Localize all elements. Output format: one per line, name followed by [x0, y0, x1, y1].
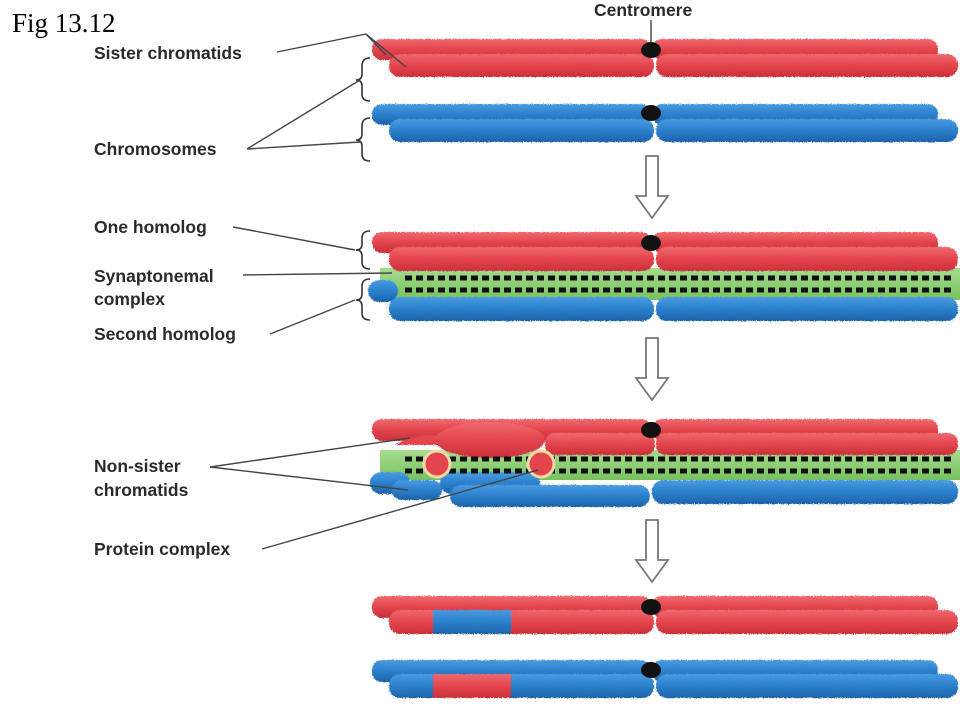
label-sister-chromatids: Sister chromatids — [94, 43, 242, 63]
down-arrow-3 — [634, 519, 670, 584]
leader-nonsister-1 — [209, 437, 411, 468]
red-chromatid-front-left — [389, 54, 654, 77]
label-synaptonemal-line-1: Synaptonemal — [94, 266, 214, 286]
down-arrow-1 — [634, 155, 670, 220]
figure-title: Fig 13.12 — [12, 8, 116, 38]
leader-synaptonemal — [242, 272, 393, 276]
stage-2-synapsis — [368, 232, 960, 321]
centromere-dot-1 — [641, 42, 661, 58]
label-protein-complex: Protein complex — [94, 539, 231, 559]
centromere-dot-5 — [641, 599, 661, 615]
label-non-sister-line-2: chromatids — [94, 480, 189, 500]
red-segment-in-blue — [433, 674, 511, 698]
synaptonemal-dashes — [405, 275, 955, 293]
label-non-sister-line-1: Non-sister — [94, 456, 181, 476]
label-synaptonemal-line-2: complex — [94, 289, 165, 309]
leader-sister-1 — [276, 33, 367, 53]
protein-complex-node-1 — [422, 449, 452, 479]
stage-1-chromosomes — [372, 39, 958, 142]
brace-second-homolog — [355, 278, 371, 321]
label-second-homolog: Second homolog — [94, 324, 236, 344]
leader-lines — [209, 20, 652, 550]
blue-segment-in-red — [433, 610, 511, 634]
label-centromere: Centromere — [594, 0, 693, 20]
centromere-dot-6 — [641, 662, 661, 678]
synaptonemal-complex-band — [380, 268, 960, 300]
blue-chromatid-front-right — [656, 119, 958, 142]
stage-4-recombinant — [372, 596, 958, 698]
leader-one-homolog — [232, 226, 356, 251]
brace-chromosome-red — [355, 57, 371, 102]
brace-one-homolog — [355, 230, 371, 270]
red-chromatid-front-right — [656, 54, 958, 77]
centromere-dot-4 — [641, 422, 661, 438]
leader-chromosomes-1 — [246, 79, 361, 150]
down-arrow-2 — [634, 337, 670, 402]
blue-chromatid-front-left — [389, 119, 654, 142]
brace-chromosome-blue — [355, 117, 371, 162]
label-chromosomes: Chromosomes — [94, 139, 217, 159]
leader-chromosomes-2 — [246, 141, 361, 150]
leader-second-homolog — [269, 299, 356, 335]
braces — [355, 57, 371, 321]
centromere-dot-3 — [641, 235, 661, 251]
centromere-dot-2 — [641, 105, 661, 121]
leader-protein — [261, 469, 539, 550]
leader-sister-3 — [365, 33, 407, 68]
protein-complex-node-2 — [526, 449, 556, 479]
stage-3-crossing-over — [370, 419, 960, 507]
leader-nonsister-2 — [209, 466, 409, 491]
label-one-homolog: One homolog — [94, 217, 207, 237]
